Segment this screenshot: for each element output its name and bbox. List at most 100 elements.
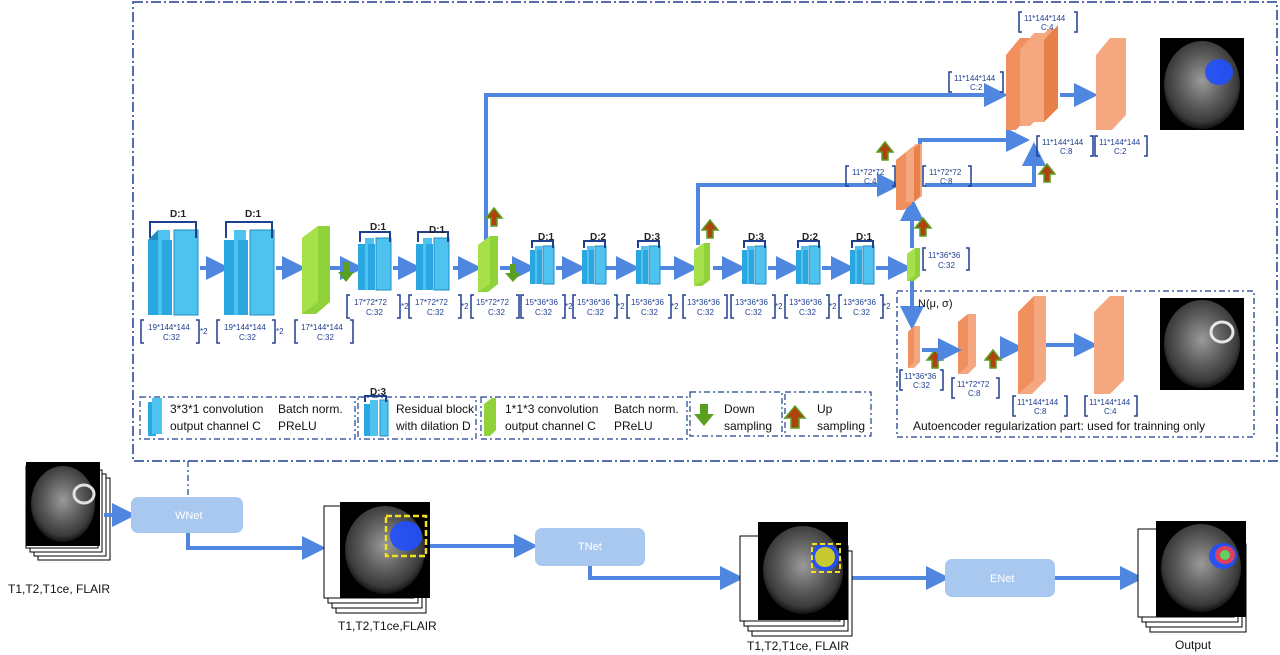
decoder-dim-brackets [845,11,1148,187]
enc-ch-3: C:32 [317,333,334,342]
ae-ch-1: C:32 [913,381,930,390]
dec-ch-d4: C:4 [1041,23,1054,32]
tnet-label: TNet [578,541,602,553]
enc-mult-4: *2 [401,302,409,311]
pipeline-arrows [104,503,1144,590]
stage3-label: T1,T2,T1ce, FLAIR [747,639,849,653]
output-label: Output [1175,638,1212,652]
enc-dim-14: 11*36*36 [928,251,961,260]
ae-block-1 [908,326,920,368]
enc-conv113-block-4 [907,248,920,281]
dilation-label-2: D:1 [245,209,262,220]
legend-conv113-line1: 1*1*3 convolution [505,402,598,416]
decoder-block-144 [1006,25,1058,130]
legend-down-box [689,391,783,437]
architecture-frame [132,1,1278,462]
enc-mult-13: *2 [883,302,891,311]
ae-reconstruction-image [1160,298,1244,390]
enc-res-block-9 [796,240,821,285]
sample-label: N(μ, σ) [918,298,953,310]
enc-dim-7: 15*36*36 [525,298,558,307]
dec-ch-d5: C:8 [1060,147,1073,156]
enet-box[interactable] [945,559,1055,597]
dec-dim-d2: 11*72*72 [929,168,962,177]
ae-block-2 [958,314,976,374]
enc-dim-1: 19*144*144 [148,323,190,332]
enc-dim-5: 17*72*72 [415,298,448,307]
ae-ch-4: C:4 [1104,407,1117,416]
legend-conv113-line2: output channel C [505,419,596,433]
decoder-block-72 [896,144,922,210]
enc-ch-14: C:32 [938,261,955,270]
legend-res-line2: with dilation D [395,419,471,433]
legend [139,391,872,440]
enc-res-block-2 [224,221,275,316]
ae-brackets [899,369,1138,417]
ae-dim-4: 11*144*144 [1089,398,1131,407]
ae-dim-1: 11*36*36 [904,372,937,381]
enc-mult-5: *2 [461,302,469,311]
enc-dim-8: 15*36*36 [577,298,610,307]
legend-res-dilation: D:3 [370,387,387,398]
legend-up-line1: Up [817,402,833,416]
dilation-label-4: D:1 [429,225,446,236]
enc-ch-8: C:32 [587,308,604,317]
dec-dim-d6: 11*144*144 [1099,138,1141,147]
enc-dim-6: 15*72*72 [476,298,509,307]
legend-bn2-line1: Batch norm. [614,402,679,416]
up-sampling-arrows [484,140,1057,369]
dilation-label-8: D:3 [748,232,765,243]
enc-res-block-6 [582,240,607,285]
ae-dim-3: 11*144*144 [1017,398,1059,407]
legend-conv331-line2: output channel C [170,419,261,433]
wnet-label: WNet [175,510,203,522]
enc-ch-7: C:32 [535,308,552,317]
ae-block-4 [1094,296,1124,394]
dec-dim-d3: 11*144*144 [954,74,996,83]
dec-dim-d5: 11*144*144 [1042,138,1084,147]
enc-ch-11: C:32 [745,308,762,317]
enc-dim-10: 13*36*36 [687,298,720,307]
enc-ch-9: C:32 [641,308,658,317]
legend-bn1-line2: PReLU [278,419,317,433]
ae-ch-2: C:8 [968,389,981,398]
enc-ch-12: C:32 [799,308,816,317]
enc-mult-2: *2 [276,327,284,336]
ae-dim-2: 11*72*72 [957,380,990,389]
enc-res-block-5 [530,240,555,285]
stage2-label: T1,T2,T1ce,FLAIR [338,619,437,633]
enc-res-block-4 [416,231,450,291]
dec-dim-d4: 11*144*144 [1024,14,1066,23]
legend-down-line1: Down [724,402,755,416]
enc-res-block-1 [148,221,199,316]
legend-up-box [784,391,872,437]
input-label: T1,T2,T1ce, FLAIR [8,582,110,596]
enc-res-block-8 [742,240,767,285]
enc-mult-12: *2 [829,302,837,311]
enc-dim-2: 19*144*144 [224,323,266,332]
dilation-label-7: D:3 [644,232,661,243]
legend-down-line2: sampling [724,419,772,433]
ae-caption: Autoencoder regularization part: used fo… [913,419,1205,433]
dilation-label-6: D:2 [590,232,607,243]
legend-bn2-line2: PReLU [614,419,653,433]
wnet-box[interactable] [131,497,243,533]
enc-dim-11: 13*36*36 [735,298,768,307]
stage3-image-stack [739,522,853,637]
dec-ch-d2: C:8 [940,177,953,186]
enc-dim-12: 13*36*36 [789,298,822,307]
enc-res-block-10 [850,240,875,285]
enc-mult-11: *2 [775,302,783,311]
output-block [1096,38,1126,130]
tnet-box[interactable] [535,528,645,566]
dec-ch-d1: C:4 [864,177,877,186]
dilation-label-5: D:1 [538,232,555,243]
dilation-label-1: D:1 [170,209,187,220]
enc-res-block-3 [358,231,392,291]
legend-conv113-box [480,396,688,440]
enc-mult-7: *2 [565,302,573,311]
dilation-label-10: D:1 [856,232,873,243]
enc-res-block-7 [636,240,661,285]
output-image-stack [1137,521,1247,633]
